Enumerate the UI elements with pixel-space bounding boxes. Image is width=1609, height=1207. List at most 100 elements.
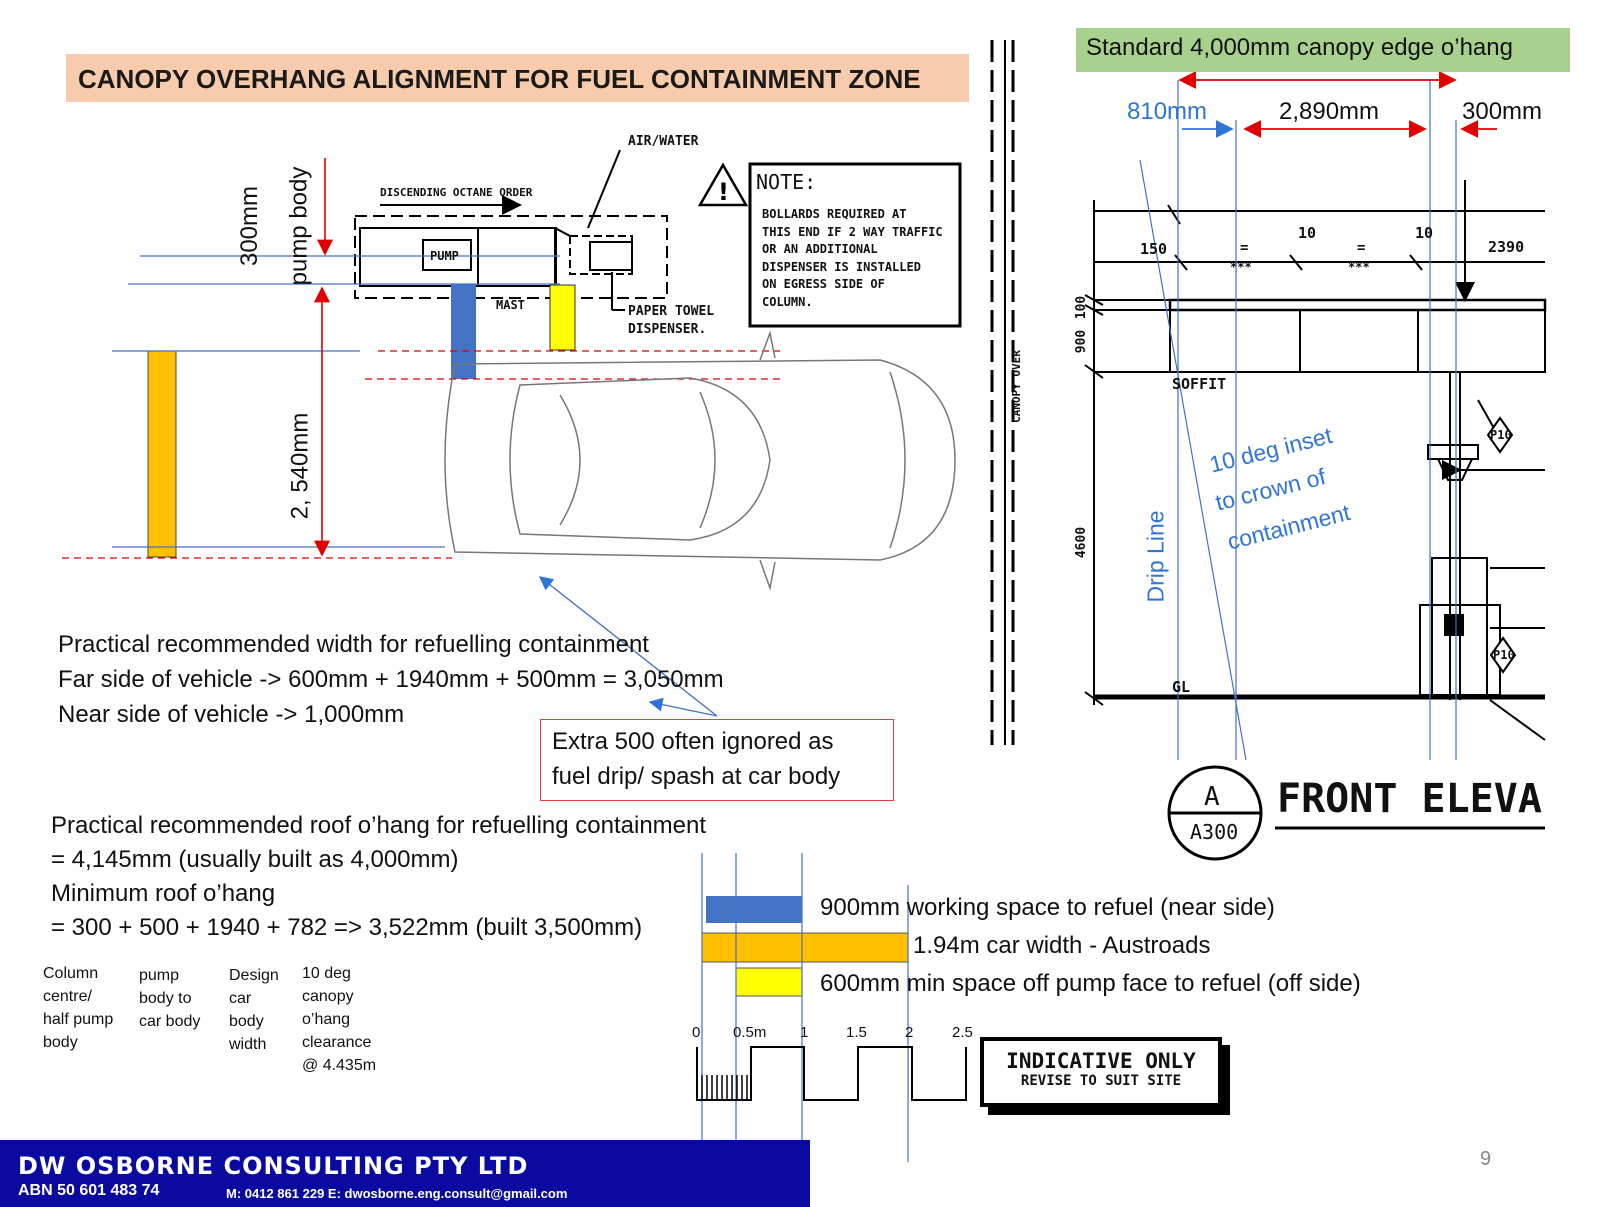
dim-300: 300mm [1462,98,1543,125]
p10-tag-a: P10 [1490,428,1512,442]
soffit-label: SOFFIT [1172,375,1227,393]
note-line: ON EGRESS SIDE OF [762,277,885,291]
caption-line: 10 deg [302,965,351,982]
indicative-stamp: INDICATIVE ONLY REVISE TO SUIT SITE [980,1037,1222,1107]
note-line: THIS END IF 2 WAY TRAFFIC [762,224,943,239]
vertical-dimensions [314,158,333,557]
callout-arrows [538,576,718,717]
abn-text: ABN 50 601 483 74 [18,1182,160,1199]
footer-bar [0,1140,810,1207]
note-line: BOLLARDS REQUIRED AT [762,207,907,221]
dim-10b: 10 [1415,224,1434,242]
title-banner [66,54,969,102]
legend-swatch-blue [706,896,802,923]
scale-tick-0: 0 [692,1024,701,1041]
note-heading: NOTE: [756,170,817,194]
caption-pump-body: pump body to car body [139,964,200,1033]
indicative-line-2: REVISE TO SUIT SITE [1020,1073,1182,1089]
plan-guide-lines [112,255,560,548]
stars-2: *** [1348,260,1370,274]
scale-bar [696,1046,967,1101]
scale-tick-2: 2 [905,1024,914,1041]
caption-column-centre: Column centre/ half pump body [43,962,113,1054]
section-title: FRONT ELEVA [1277,776,1542,822]
pump-body-mm: 300mm [236,185,264,267]
width-text-block: Practical recommended width for refuelli… [58,627,724,732]
caption-line: body [229,1013,264,1030]
standard-label-banner [1076,28,1570,72]
car-outline [444,330,956,591]
note-line: OR AN ADDITIONAL [762,242,878,256]
p10-tag-b: P10 [1493,648,1515,662]
gl-label: GL [1172,678,1191,696]
dim-2890: 2,890mm [1279,98,1380,125]
caption-line: car body [139,1013,201,1030]
caption-line: canopy [302,988,354,1005]
caption-10deg: 10 deg canopy o’hang clearance @ 4.435m [302,962,376,1077]
page-number: 9 [1480,1148,1492,1170]
scale-tick-15: 1.5 [846,1024,867,1041]
scale-tick-25: 2.5 [952,1024,973,1041]
scale-tick-05: 0.5m [733,1024,767,1041]
caption-line: o’hang [302,1011,351,1028]
page-title: CANOPY OVERHANG ALIGNMENT FOR FUEL CONTA… [78,64,921,94]
caption-line: clearance [302,1034,372,1051]
text-line: Far side of vehicle -> 600mm + 1940mm + … [58,666,724,693]
note-text: BOLLARDS REQUIRED AT THIS END IF 2 WAY T… [762,206,943,311]
legend-label-orange: 1.94m car width - Austroads [913,932,1211,959]
eq-1: = [1240,240,1249,256]
pump-body-label: pump body [285,166,313,286]
red-guide-lines [62,350,780,559]
caption-line: car [229,990,252,1007]
caption-line: width [229,1036,267,1053]
section-letter: A [1204,782,1220,812]
note-line: DISPENSER IS INSTALLED [762,259,921,274]
extra-note-box [540,719,894,801]
vertical-2540: 2, 540mm [286,412,314,520]
caption-line: pump [139,967,180,984]
canopy-over-label: CANOPY OVER [1009,350,1023,423]
car-width-orange-bar [147,350,177,558]
pump-label: PUMP [430,249,459,263]
descending-label: DISCENDING OCTANE ORDER [380,186,533,199]
dim-10a: 10 [1298,224,1317,242]
paper-towel-label-2: DISPENSER. [628,322,707,337]
pump-island-plan [354,149,668,311]
section-ref: A300 [1190,820,1239,844]
scale-guide-lines [701,853,909,1162]
text-line: Practical recommended width for refuelli… [58,631,649,658]
note-line: COLUMN. [762,294,813,309]
drip-line-label: Drip Line [1142,510,1169,603]
dim-900: 900 [1074,329,1090,354]
contact-text: M: 0412 861 229 E: dwosborne.eng.consult… [226,1186,568,1201]
caption-line: body to [139,990,192,1007]
legend-label-blue: 900mm working space to refuel (near side… [820,894,1275,921]
front-elevation [1084,180,1547,861]
top-dimension-arrows [1178,71,1497,138]
scale-tick-1: 1 [800,1024,809,1041]
dim-810: 810mm [1127,98,1208,125]
caption-line: half pump [43,1011,114,1028]
stars-1: *** [1230,260,1252,274]
caption-line: body [43,1034,78,1051]
legend-swatch-orange [701,932,909,963]
eq-2: = [1357,240,1366,256]
extra-note-text: Extra 500 often ignored as fuel drip/ sp… [552,724,840,794]
mast-label: MAST [496,298,525,312]
text-line: Practical recommended roof o’hang for re… [51,812,707,839]
legend-label-yellow: 600mm min space off pump face to refuel … [820,970,1361,997]
note-box [748,162,962,328]
text-line: = 300 + 500 + 1940 + 782 => 3,522mm (bui… [51,914,643,941]
svg-text:!: ! [718,178,729,206]
elevation-guide-lines [1139,80,1457,761]
caption-line: centre/ [43,988,92,1005]
caption-design-car: Design car body width [229,964,279,1056]
warning-icon: ! [697,162,749,207]
company-name: DW OSBORNE CONSULTING PTY LTD [18,1152,529,1180]
caption-line: @ 4.435m [302,1057,377,1074]
air-water-label: AIR/WATER [628,134,699,149]
caption-line: Design [229,967,279,984]
off-side-yellow-zone [549,284,576,351]
text-line: Extra 500 often ignored as [552,728,834,755]
